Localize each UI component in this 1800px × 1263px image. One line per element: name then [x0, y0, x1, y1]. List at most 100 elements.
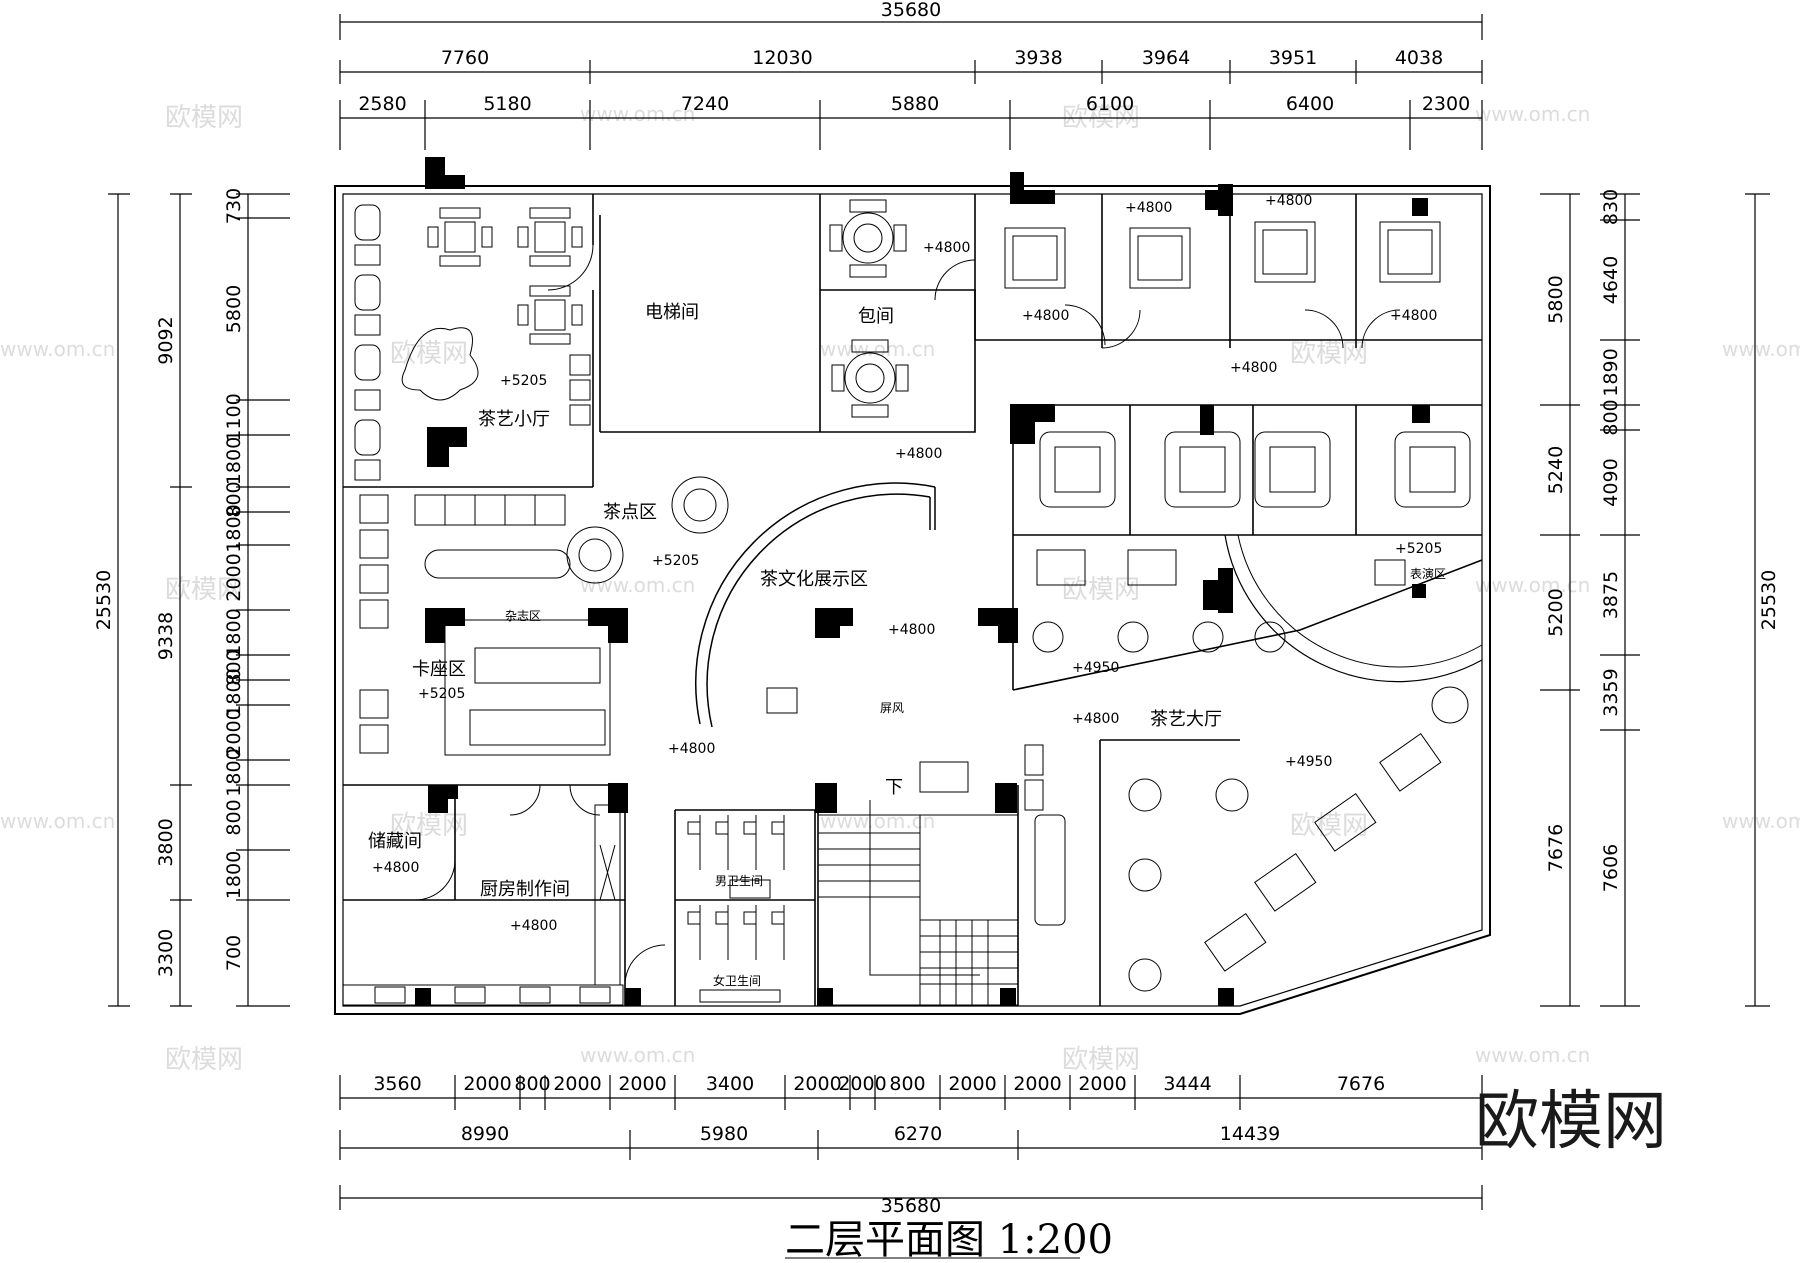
- dimension-label: 1800: [223, 748, 245, 796]
- watermark-layer: 欧模网 www.om.cn 欧模网 www.om.cn www.om.cn 欧模…: [0, 102, 1800, 1075]
- door-swings: [414, 244, 1401, 986]
- dimension-label: 800: [514, 1073, 550, 1095]
- dimension-label: 3359: [1600, 668, 1622, 716]
- watermark-url: www.om.cn: [1475, 1043, 1590, 1067]
- watermark-text: 欧模网: [1062, 575, 1140, 605]
- dimension-label: 8990: [461, 1123, 509, 1145]
- room-label-tea-lounge: 茶艺小厅: [478, 409, 550, 430]
- dimension-label: 7240: [681, 93, 729, 115]
- watermark-url: www.om.cn: [580, 573, 695, 597]
- staircase: [817, 800, 1019, 1006]
- dimension-label: 6100: [1086, 93, 1134, 115]
- dimension-label: 2580: [358, 93, 406, 115]
- level-marker: +4800: [1265, 193, 1312, 209]
- dimension-label: 700: [223, 935, 245, 971]
- dimension-label: 2000: [223, 708, 245, 756]
- room-label-main-hall: 茶艺大厅: [1150, 709, 1222, 730]
- dimension-label: 800: [223, 649, 245, 685]
- dimension-label: 5880: [891, 93, 939, 115]
- dimension-label: 2000: [1013, 1073, 1061, 1095]
- dimension-label: 5800: [1545, 275, 1567, 323]
- dimension-label: 1890: [1600, 348, 1622, 396]
- watermark-url: www.om.cn: [580, 102, 695, 126]
- dimension-label: 35680: [881, 0, 941, 21]
- watermark-text: 欧模网: [165, 103, 243, 133]
- level-marker: +4800: [1390, 308, 1437, 324]
- watermark-url: www.om.cn: [0, 809, 115, 833]
- dimension-label: 7760: [441, 47, 489, 69]
- room-label-mens-wc: 男卫生间: [715, 874, 763, 888]
- room-label-storage: 储藏间: [368, 831, 422, 852]
- dimension-label: 4038: [1395, 47, 1443, 69]
- watermark-url: www.om.cn: [1475, 573, 1590, 597]
- dimension-label: 830: [1600, 189, 1622, 225]
- watermark-text: 欧模网: [165, 575, 243, 605]
- dimension-label: 3938: [1014, 47, 1062, 69]
- dimension-label: 730: [223, 188, 245, 224]
- furniture-snack-booth: [359, 476, 729, 756]
- dimension-label: 5800: [223, 285, 245, 333]
- dimension-label: 2000: [1078, 1073, 1126, 1095]
- dimension-label: 2000: [618, 1073, 666, 1095]
- furniture-private-rooms: [829, 199, 1471, 586]
- room-label-stage: 表演区: [1410, 566, 1446, 581]
- dimension-label: 7676: [1337, 1073, 1385, 1095]
- watermark-url: www.om.cn: [0, 337, 115, 361]
- dimension-label: 2000: [948, 1073, 996, 1095]
- watermark-text: 欧模网: [1062, 1045, 1140, 1075]
- watermark-url: www.om.cn: [1722, 337, 1800, 361]
- room-label-magazine-area: 杂志区: [505, 609, 541, 623]
- dimension-label: 5240: [1545, 446, 1567, 494]
- dimension-label: 3300: [155, 929, 177, 977]
- level-marker: +4800: [1125, 200, 1172, 216]
- dimension-label: 3875: [1600, 571, 1622, 619]
- level-marker: +5205: [418, 686, 465, 702]
- furniture-tea-lounge: [354, 204, 591, 481]
- dimension-label: 800: [223, 799, 245, 835]
- dimension-label: 5980: [700, 1123, 748, 1145]
- stair-down-label: 下: [885, 777, 903, 798]
- dimension-label: 2000: [793, 1073, 841, 1095]
- dimension-label: 12030: [752, 47, 812, 69]
- level-marker: +5205: [652, 553, 699, 569]
- dimension-label: 3951: [1269, 47, 1317, 69]
- dimension-label: 25530: [93, 570, 115, 630]
- watermark-text: 欧模网: [390, 339, 468, 369]
- toilet-stalls: [687, 815, 785, 1003]
- dimension-label: 2000: [838, 1073, 886, 1095]
- dimension-label: 3800: [155, 818, 177, 866]
- level-marker: +5205: [1395, 541, 1442, 557]
- level-marker: +4800: [668, 741, 715, 757]
- room-label-screen: 屏风: [880, 701, 904, 715]
- dimension-label: 6400: [1286, 93, 1334, 115]
- dimension-label: 1800: [223, 504, 245, 552]
- watermark-text: 欧模网: [165, 1045, 243, 1075]
- watermark-url: www.om.cn: [1475, 102, 1590, 126]
- dimension-label: 5200: [1545, 588, 1567, 636]
- watermark-text: 欧模网: [1290, 811, 1368, 841]
- dimension-label: 2000: [553, 1073, 601, 1095]
- dimension-label: 1100: [223, 393, 245, 441]
- furniture-main-hall: [766, 559, 1469, 992]
- room-label-private-room: 包间: [858, 306, 894, 327]
- dimension-label: 1800: [223, 851, 245, 899]
- interior-walls: [343, 194, 1483, 1006]
- watermark-url: www.om.cn: [1722, 809, 1800, 833]
- level-markers: +5205 +5205 +5205 +5205 +4800 +4800 +480…: [372, 193, 1442, 934]
- level-marker: +4800: [888, 622, 935, 638]
- dimension-label: 3560: [373, 1073, 421, 1095]
- room-label-kitchen: 厨房制作间: [480, 879, 570, 900]
- level-marker: +4800: [1022, 308, 1069, 324]
- room-labels: 茶艺小厅 电梯间 包间 茶点区 茶文化展示区 卡座区 杂志区 屏风 储藏间 厨房…: [368, 302, 1446, 988]
- exterior-walls: [334, 185, 1491, 1015]
- dimension-label: 9092: [155, 316, 177, 364]
- dimension-lines: [108, 14, 1770, 1210]
- display-area-curve: [695, 482, 1483, 728]
- level-marker: +4800: [1230, 360, 1277, 376]
- dimension-label: 800: [1600, 399, 1622, 435]
- dimension-label: 6270: [894, 1123, 942, 1145]
- drawing-title: 二层平面图 1:200: [785, 1217, 1113, 1263]
- level-marker: +4800: [1072, 711, 1119, 727]
